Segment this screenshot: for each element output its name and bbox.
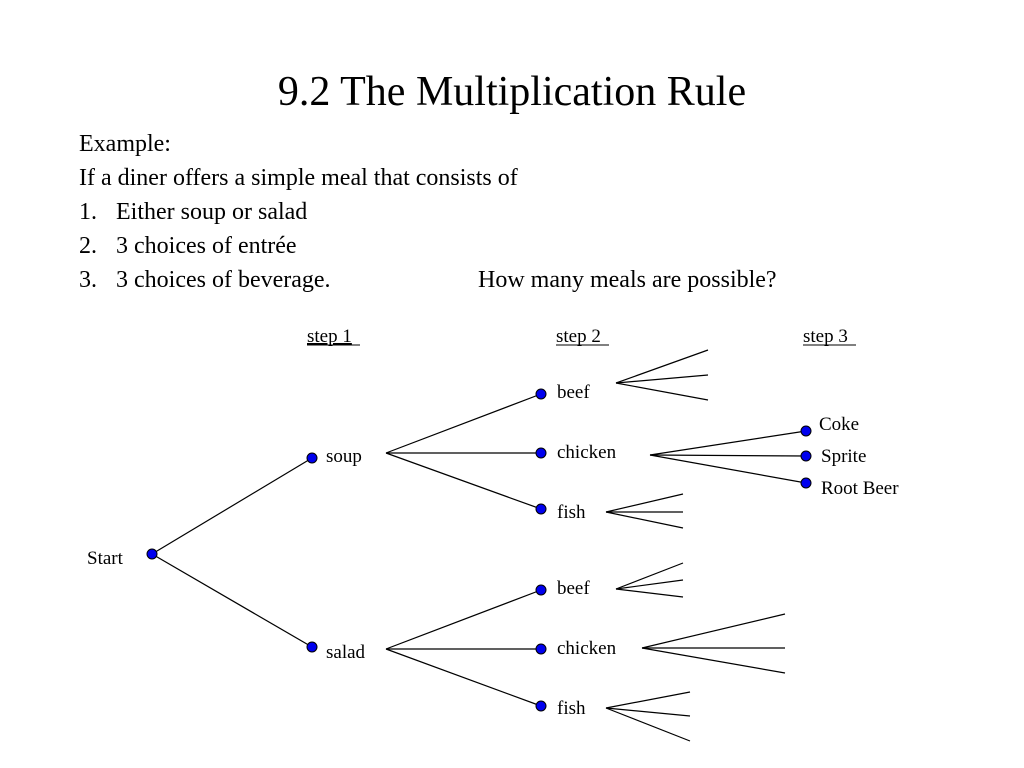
edge-start-salad: [151, 553, 313, 648]
label-root-beer: Root Beer: [821, 478, 899, 499]
node-salad-fish: [535, 700, 547, 712]
node-coke: [800, 425, 812, 437]
fan-soup-fish-1: [605, 493, 684, 513]
node-salad: [306, 641, 318, 653]
edge-soup-beef: [385, 393, 542, 454]
edge-salad-beef: [385, 589, 542, 650]
step-header-3: step 3: [803, 326, 848, 347]
node-soup: [306, 452, 318, 464]
edge-salad-fish: [385, 648, 542, 707]
label-sprite: Sprite: [821, 446, 866, 467]
node-salad-beef: [535, 584, 547, 596]
fan-salad-fish-3: [605, 707, 691, 742]
node-salad-chicken: [535, 643, 547, 655]
slide-title: 9.2 The Multiplication Rule: [277, 69, 747, 115]
list-number-1: 1.: [79, 199, 97, 225]
list-item-3: 3 choices of beverage.: [116, 267, 331, 293]
list-number-2: 2.: [79, 233, 97, 259]
list-item-2: 3 choices of entrée: [116, 233, 297, 259]
node-soup-chicken: [535, 447, 547, 459]
list-number-3: 3.: [79, 267, 97, 293]
label-salad-fish: fish: [557, 698, 586, 719]
edge-chicken-coke: [649, 430, 807, 456]
node-soup-beef: [535, 388, 547, 400]
list-item-1: Either soup or salad: [116, 199, 308, 225]
node-root-beer: [800, 477, 812, 489]
node-soup-fish: [535, 503, 547, 515]
label-coke: Coke: [819, 414, 859, 435]
intro-text: If a diner offers a simple meal that con…: [79, 165, 518, 191]
fan-soup-beef-3: [615, 382, 709, 401]
example-label: Example:: [79, 131, 171, 157]
fan-soup-fish-3: [605, 511, 684, 529]
fan-salad-chicken-3: [641, 647, 786, 674]
label-start: Start: [87, 548, 124, 569]
label-salad: salad: [326, 642, 366, 663]
fan-salad-chicken-1: [641, 613, 786, 649]
fan-salad-beef-1: [615, 562, 684, 590]
fan-salad-beef-3: [615, 588, 684, 598]
fan-soup-beef-2: [615, 374, 709, 384]
label-soup: soup: [326, 446, 362, 467]
label-salad-beef: beef: [557, 578, 590, 599]
edge-soup-fish: [385, 452, 542, 510]
fan-salad-fish-1: [605, 691, 691, 709]
label-soup-fish: fish: [557, 502, 586, 523]
label-soup-beef: beef: [557, 382, 590, 403]
node-sprite: [800, 450, 812, 462]
edge-chicken-sprite: [649, 454, 807, 457]
edge-chicken-rootbeer: [649, 454, 807, 484]
label-soup-chicken: chicken: [557, 442, 617, 463]
fan-salad-beef-2: [615, 579, 684, 590]
fan-soup-beef-1: [615, 349, 709, 384]
label-salad-chicken: chicken: [557, 638, 617, 659]
edge-start-soup: [151, 457, 313, 555]
fan-salad-fish-2: [605, 707, 691, 717]
question-text: How many meals are possible?: [478, 267, 777, 293]
step-header-1: step 1: [307, 326, 352, 347]
step-header-2: step 2: [556, 326, 601, 347]
node-start: [146, 548, 158, 560]
